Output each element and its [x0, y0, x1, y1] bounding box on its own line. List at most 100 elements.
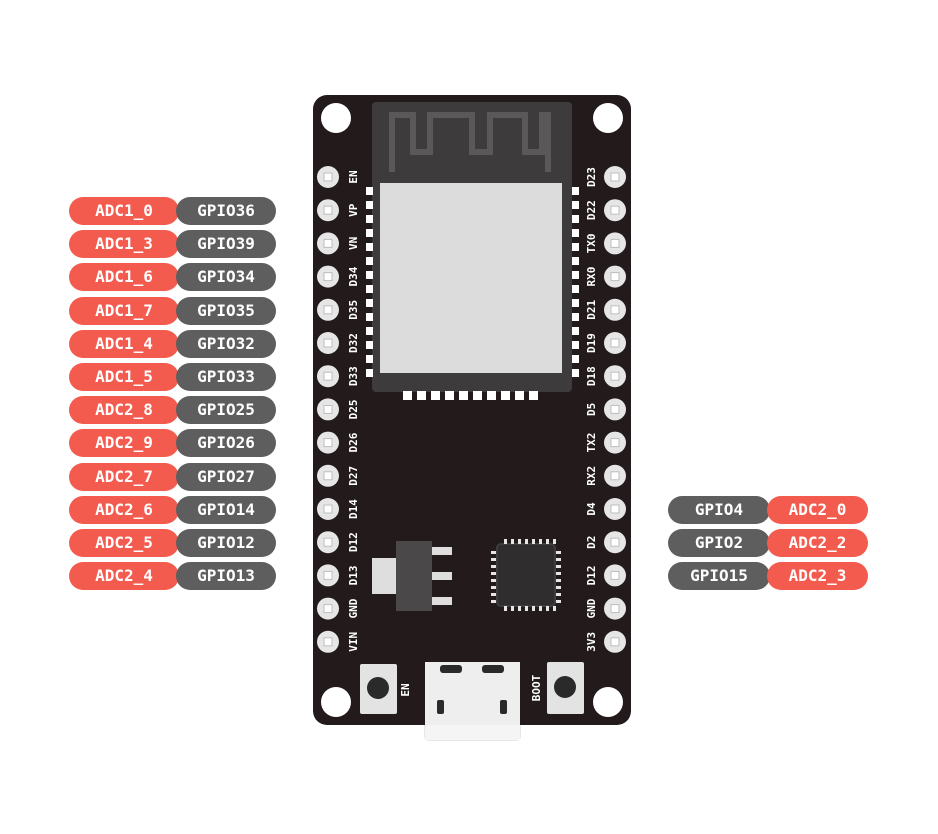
chip-leg: [556, 551, 561, 554]
left-pin-hole: [323, 537, 333, 547]
left-pin-hole: [323, 338, 333, 348]
chip-leg: [556, 572, 561, 575]
right-pin-hole: [610, 504, 620, 514]
chip-leg: [491, 558, 496, 561]
chip-leg: [491, 593, 496, 596]
module-side-pads: [366, 187, 579, 400]
chip-leg: [539, 539, 542, 544]
adc-tag: ADC2_5: [69, 529, 179, 557]
left-pin-hole: [323, 404, 333, 414]
gpio-tag: GPIO32: [176, 329, 276, 358]
left-pin-hole: [323, 504, 333, 514]
module-pad-right: [572, 201, 579, 209]
chip-leg: [525, 539, 528, 544]
en-button[interactable]: EN: [360, 664, 412, 714]
chip-leg: [491, 551, 496, 554]
right-pin-hole: [610, 537, 620, 547]
module-pad-right: [572, 355, 579, 363]
chip-leg: [532, 606, 535, 611]
gpio-tag: GPIO27: [176, 462, 276, 491]
module-pad-left: [366, 229, 373, 237]
chip-leg: [556, 600, 561, 603]
left-pin-label: D12: [347, 532, 360, 552]
en-button-label: EN: [399, 683, 412, 696]
left-pin-label: D13: [347, 565, 360, 585]
gpio-tag: GPIO36: [176, 197, 276, 225]
module-pad-right: [572, 229, 579, 237]
module-pad-bottom: [445, 391, 454, 400]
gpio-tag: GPIO4: [668, 496, 770, 524]
left-pin-hole: [323, 205, 333, 215]
module-pad-bottom: [529, 391, 538, 400]
module-pad-bottom: [515, 391, 524, 400]
chip-leg: [556, 565, 561, 568]
right-pin-hole: [610, 371, 620, 381]
module-pad-right: [572, 271, 579, 279]
adc-tag: ADC2_9: [69, 429, 179, 458]
voltage-regulator: [372, 541, 452, 611]
module-pad-right: [572, 257, 579, 265]
chip-leg: [491, 579, 496, 582]
right-pin-label: RX2: [585, 466, 598, 486]
gpio-tag: GPIO39: [176, 230, 276, 259]
right-pin-label: D4: [585, 502, 598, 516]
chip-leg: [491, 600, 496, 603]
chip-leg: [525, 606, 528, 611]
module-pad-right: [572, 187, 579, 195]
module-pad-right: [572, 285, 579, 293]
left-pin-hole: [323, 637, 333, 647]
right-pin-hole: [610, 604, 620, 614]
left-pin-hole: [323, 272, 333, 282]
right-pin-label: D21: [585, 299, 598, 319]
module-pad-bottom: [417, 391, 426, 400]
chip-leg: [532, 539, 535, 544]
mounting-hole-bottom-right: [593, 687, 623, 717]
left-pin-hole: [323, 570, 333, 580]
module-pad-left: [366, 355, 373, 363]
right-pin-label: GND: [585, 598, 598, 618]
adc-tag: ADC1_7: [69, 296, 179, 325]
chip-leg: [553, 606, 556, 611]
chip-leg: [546, 606, 549, 611]
left-pin-label: D35: [347, 300, 360, 320]
left-pin-hole: [323, 305, 333, 315]
right-pin-hole: [610, 438, 620, 448]
right-pin-hole: [610, 305, 620, 315]
antenna-trace: [389, 112, 551, 172]
mounting-hole-top-right: [593, 103, 623, 133]
left-pin-label: GND: [347, 598, 360, 618]
gpio-tag: GPIO2: [668, 529, 770, 558]
adc-tag: ADC2_8: [69, 396, 179, 425]
chip-leg: [504, 539, 507, 544]
gpio-tag: GPIO13: [176, 562, 276, 591]
boot-button[interactable]: BOOT: [530, 662, 584, 714]
module-pad-bottom: [431, 391, 440, 400]
left-pin-label: EN: [347, 170, 360, 183]
module-pad-left: [366, 341, 373, 349]
adc-tag: ADC1_4: [69, 329, 179, 358]
mounting-hole-bottom-left: [321, 687, 351, 717]
left-pin-hole: [323, 172, 333, 182]
chip-leg: [553, 539, 556, 544]
module-pad-left: [366, 285, 373, 293]
right-pin-label: TX2: [585, 433, 598, 453]
left-pin-label: VN: [347, 237, 360, 250]
chip-leg: [491, 572, 496, 575]
right-pin-label: D23: [585, 167, 598, 187]
left-pin-label: D25: [347, 399, 360, 419]
module-pad-bottom: [501, 391, 510, 400]
left-pin-label: D32: [347, 333, 360, 353]
right-pin-label: D22: [585, 200, 598, 220]
module-pad-left: [366, 215, 373, 223]
chip-leg: [539, 606, 542, 611]
adc-tag: ADC1_0: [69, 197, 179, 225]
module-pad-right: [572, 369, 579, 377]
module-pad-left: [366, 313, 373, 321]
left-pin-label: D27: [347, 466, 360, 486]
left-pin-label: D14: [347, 499, 360, 519]
gpio-tag: GPIO33: [176, 363, 276, 391]
gpio-tag: GPIO15: [668, 562, 770, 591]
module-pad-bottom: [473, 391, 482, 400]
chip-leg: [556, 579, 561, 582]
adc-tag: ADC1_3: [69, 230, 179, 259]
